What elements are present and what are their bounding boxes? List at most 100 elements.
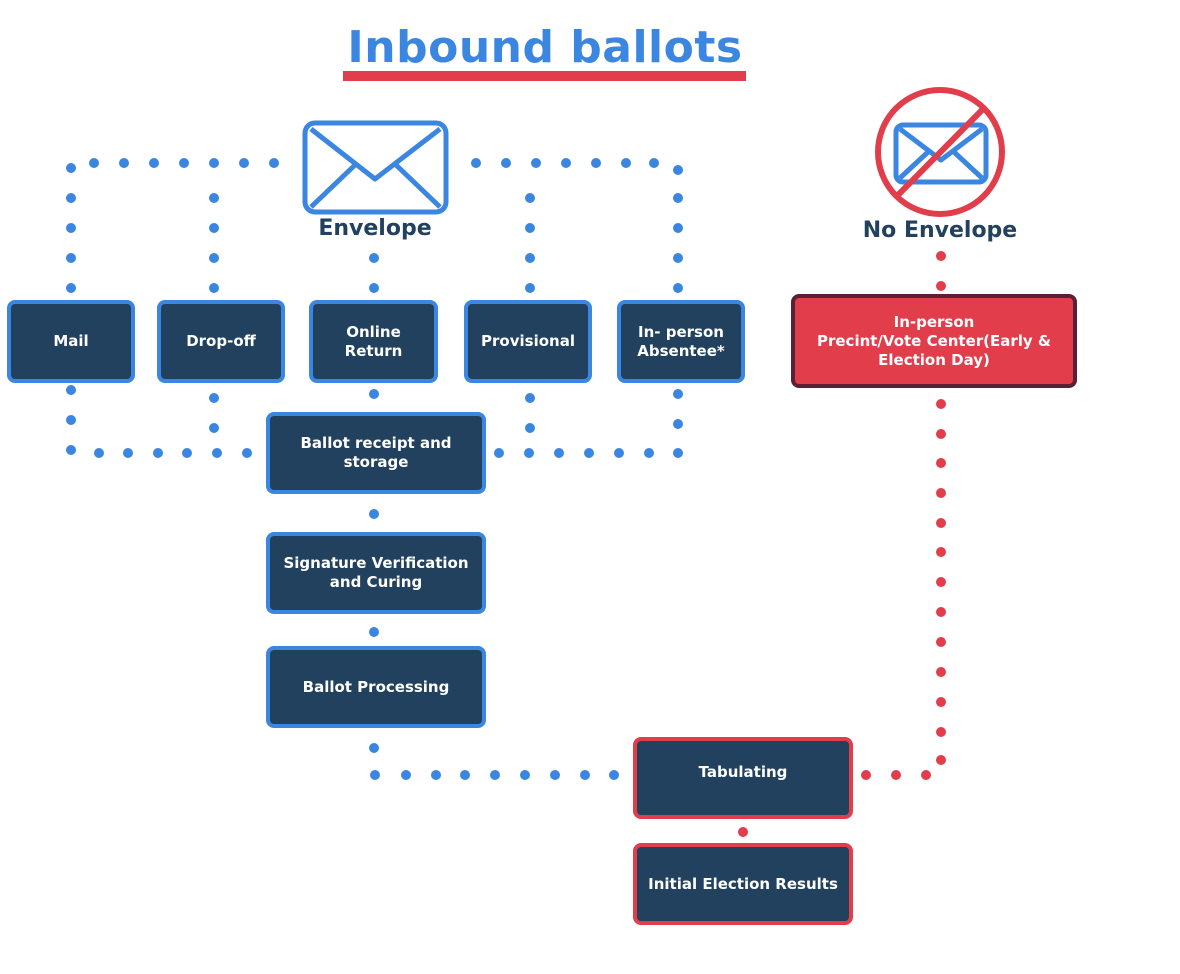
blue-connector-dot bbox=[370, 770, 380, 780]
online-return-node: Online Return bbox=[309, 300, 438, 383]
initial-results-node: Initial Election Results bbox=[633, 843, 853, 925]
blue-connector-dot bbox=[66, 163, 76, 173]
blue-connector-dot bbox=[209, 393, 219, 403]
blue-connector-dot bbox=[525, 423, 535, 433]
envelope-label: Envelope bbox=[318, 216, 432, 241]
blue-connector-dot bbox=[149, 158, 159, 168]
blue-connector-dot bbox=[520, 770, 530, 780]
red-connector-dot bbox=[738, 827, 748, 837]
blue-connector-dot bbox=[580, 770, 590, 780]
blue-connector-dot bbox=[525, 283, 535, 293]
red-connector-dot bbox=[936, 755, 946, 765]
in-person-absentee-node: In- person Absentee* bbox=[617, 300, 745, 383]
red-connector-dot bbox=[936, 458, 946, 468]
page-title: Inbound ballots bbox=[347, 22, 743, 73]
blue-connector-dot bbox=[369, 253, 379, 263]
blue-connector-dot bbox=[525, 193, 535, 203]
red-connector-dot bbox=[936, 607, 946, 617]
red-connector-dot bbox=[936, 667, 946, 677]
blue-connector-dot bbox=[209, 193, 219, 203]
no-envelope-icon bbox=[875, 87, 1005, 217]
red-connector-dot bbox=[936, 488, 946, 498]
red-connector-dot bbox=[936, 518, 946, 528]
blue-connector-dot bbox=[369, 743, 379, 753]
red-connector-dot bbox=[936, 577, 946, 587]
dotted-connectors bbox=[66, 158, 946, 837]
dropoff-node: Drop-off bbox=[157, 300, 285, 383]
blue-connector-dot bbox=[561, 158, 571, 168]
blue-connector-dot bbox=[239, 158, 249, 168]
ballot-receipt-node: Ballot receipt and storage bbox=[266, 412, 486, 494]
blue-connector-dot bbox=[401, 770, 411, 780]
ballot-processing-node: Ballot Processing bbox=[266, 646, 486, 728]
blue-connector-dot bbox=[460, 770, 470, 780]
blue-connector-dot bbox=[94, 448, 104, 458]
blue-connector-dot bbox=[554, 448, 564, 458]
blue-connector-dot bbox=[471, 158, 481, 168]
blue-connector-dot bbox=[673, 253, 683, 263]
red-connector-dot bbox=[891, 770, 901, 780]
blue-connector-dot bbox=[525, 393, 535, 403]
blue-connector-dot bbox=[609, 770, 619, 780]
blue-connector-dot bbox=[209, 253, 219, 263]
blue-connector-dot bbox=[369, 389, 379, 399]
blue-connector-dot bbox=[673, 283, 683, 293]
blue-connector-dot bbox=[66, 193, 76, 203]
in-person-precinct-node: In-person Precint/Vote Center(Early & El… bbox=[791, 294, 1077, 388]
red-connector-dot bbox=[921, 770, 931, 780]
blue-connector-dot bbox=[591, 158, 601, 168]
red-connector-dot bbox=[936, 547, 946, 557]
blue-connector-dot bbox=[269, 158, 279, 168]
blue-connector-dot bbox=[490, 770, 500, 780]
red-connector-dot bbox=[936, 399, 946, 409]
blue-connector-dot bbox=[673, 419, 683, 429]
blue-connector-dot bbox=[66, 385, 76, 395]
mail-node: Mail bbox=[7, 300, 135, 383]
blue-connector-dot bbox=[673, 193, 683, 203]
blue-connector-dot bbox=[209, 423, 219, 433]
blue-connector-dot bbox=[621, 158, 631, 168]
provisional-node: Provisional bbox=[464, 300, 592, 383]
blue-connector-dot bbox=[66, 415, 76, 425]
blue-connector-dot bbox=[369, 283, 379, 293]
blue-connector-dot bbox=[673, 448, 683, 458]
red-connector-dot bbox=[936, 251, 946, 261]
blue-connector-dot bbox=[66, 445, 76, 455]
blue-connector-dot bbox=[123, 448, 133, 458]
blue-connector-dot bbox=[531, 158, 541, 168]
envelope-icon bbox=[302, 120, 449, 215]
blue-connector-dot bbox=[369, 627, 379, 637]
blue-connector-dot bbox=[525, 223, 535, 233]
blue-connector-dot bbox=[501, 158, 511, 168]
red-connector-dot bbox=[861, 770, 871, 780]
tabulating-node: Tabulating bbox=[633, 737, 853, 819]
blue-connector-dot bbox=[673, 165, 683, 175]
blue-connector-dot bbox=[182, 448, 192, 458]
blue-connector-dot bbox=[431, 770, 441, 780]
blue-connector-dot bbox=[179, 158, 189, 168]
blue-connector-dot bbox=[649, 158, 659, 168]
title-underline bbox=[343, 71, 746, 81]
signature-verification-node: Signature Verification and Curing bbox=[266, 532, 486, 614]
blue-connector-dot bbox=[369, 509, 379, 519]
red-connector-dot bbox=[936, 637, 946, 647]
red-connector-dot bbox=[936, 727, 946, 737]
blue-connector-dot bbox=[673, 389, 683, 399]
blue-connector-dot bbox=[153, 448, 163, 458]
blue-connector-dot bbox=[494, 448, 504, 458]
no-envelope-label: No Envelope bbox=[862, 218, 1018, 243]
blue-connector-dot bbox=[644, 448, 654, 458]
blue-connector-dot bbox=[209, 158, 219, 168]
blue-connector-dot bbox=[525, 253, 535, 263]
blue-connector-dot bbox=[242, 448, 252, 458]
blue-connector-dot bbox=[89, 158, 99, 168]
blue-connector-dot bbox=[66, 223, 76, 233]
blue-connector-dot bbox=[550, 770, 560, 780]
blue-connector-dot bbox=[66, 283, 76, 293]
blue-connector-dot bbox=[584, 448, 594, 458]
red-connector-dot bbox=[936, 429, 946, 439]
blue-connector-dot bbox=[119, 158, 129, 168]
blue-connector-dot bbox=[212, 448, 222, 458]
blue-connector-dot bbox=[66, 253, 76, 263]
